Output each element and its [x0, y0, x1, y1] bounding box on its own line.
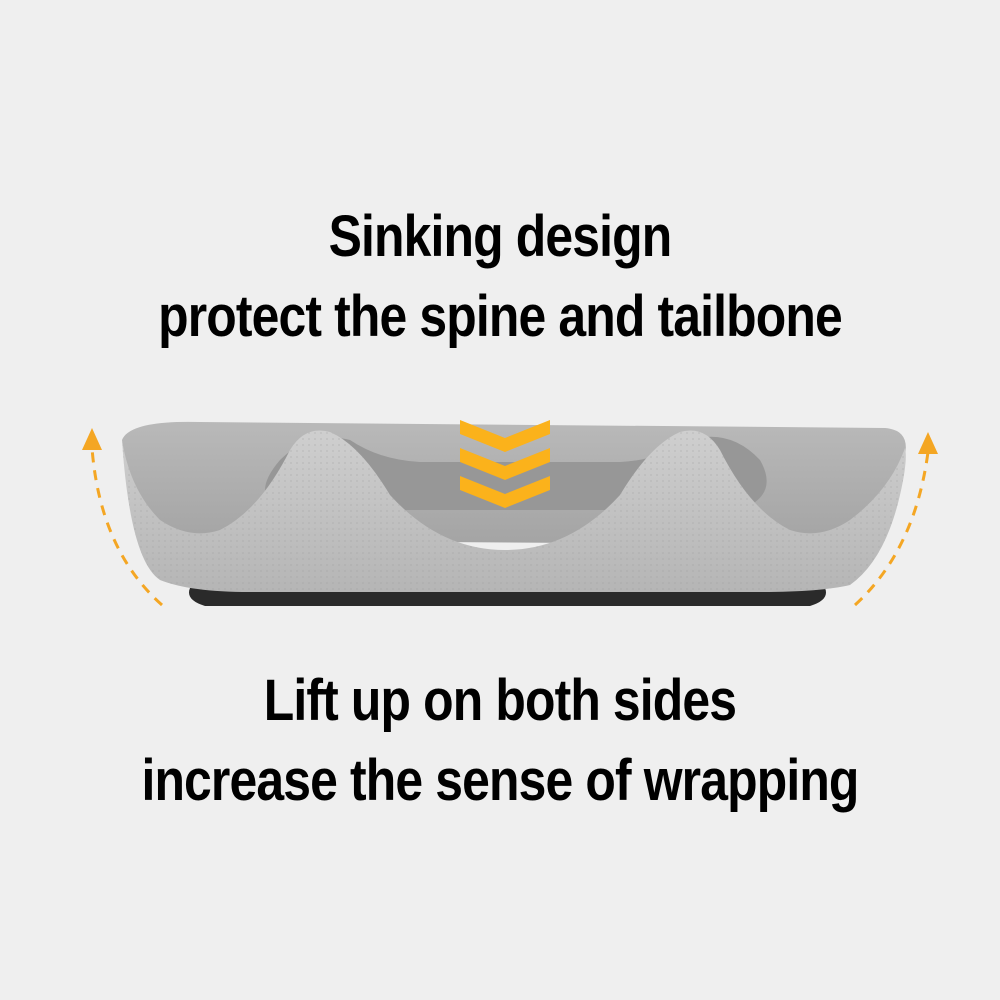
chevron-down-icon	[460, 420, 550, 508]
headline-sinking-design: Sinking design	[328, 204, 673, 269]
left-arrow-head	[82, 428, 102, 450]
right-arrow-head	[918, 432, 938, 454]
headline-protect-spine: protect the spine and tailbone	[158, 284, 843, 349]
headline-lift-up: Lift up on both sides	[263, 668, 737, 733]
seat-cushion-illustration	[82, 420, 938, 607]
curved-arrow-up-icon	[853, 451, 930, 607]
headline-wrapping: increase the sense of wrapping	[141, 748, 859, 813]
cushion-base	[189, 588, 826, 606]
curved-arrow-up-icon	[90, 447, 163, 607]
